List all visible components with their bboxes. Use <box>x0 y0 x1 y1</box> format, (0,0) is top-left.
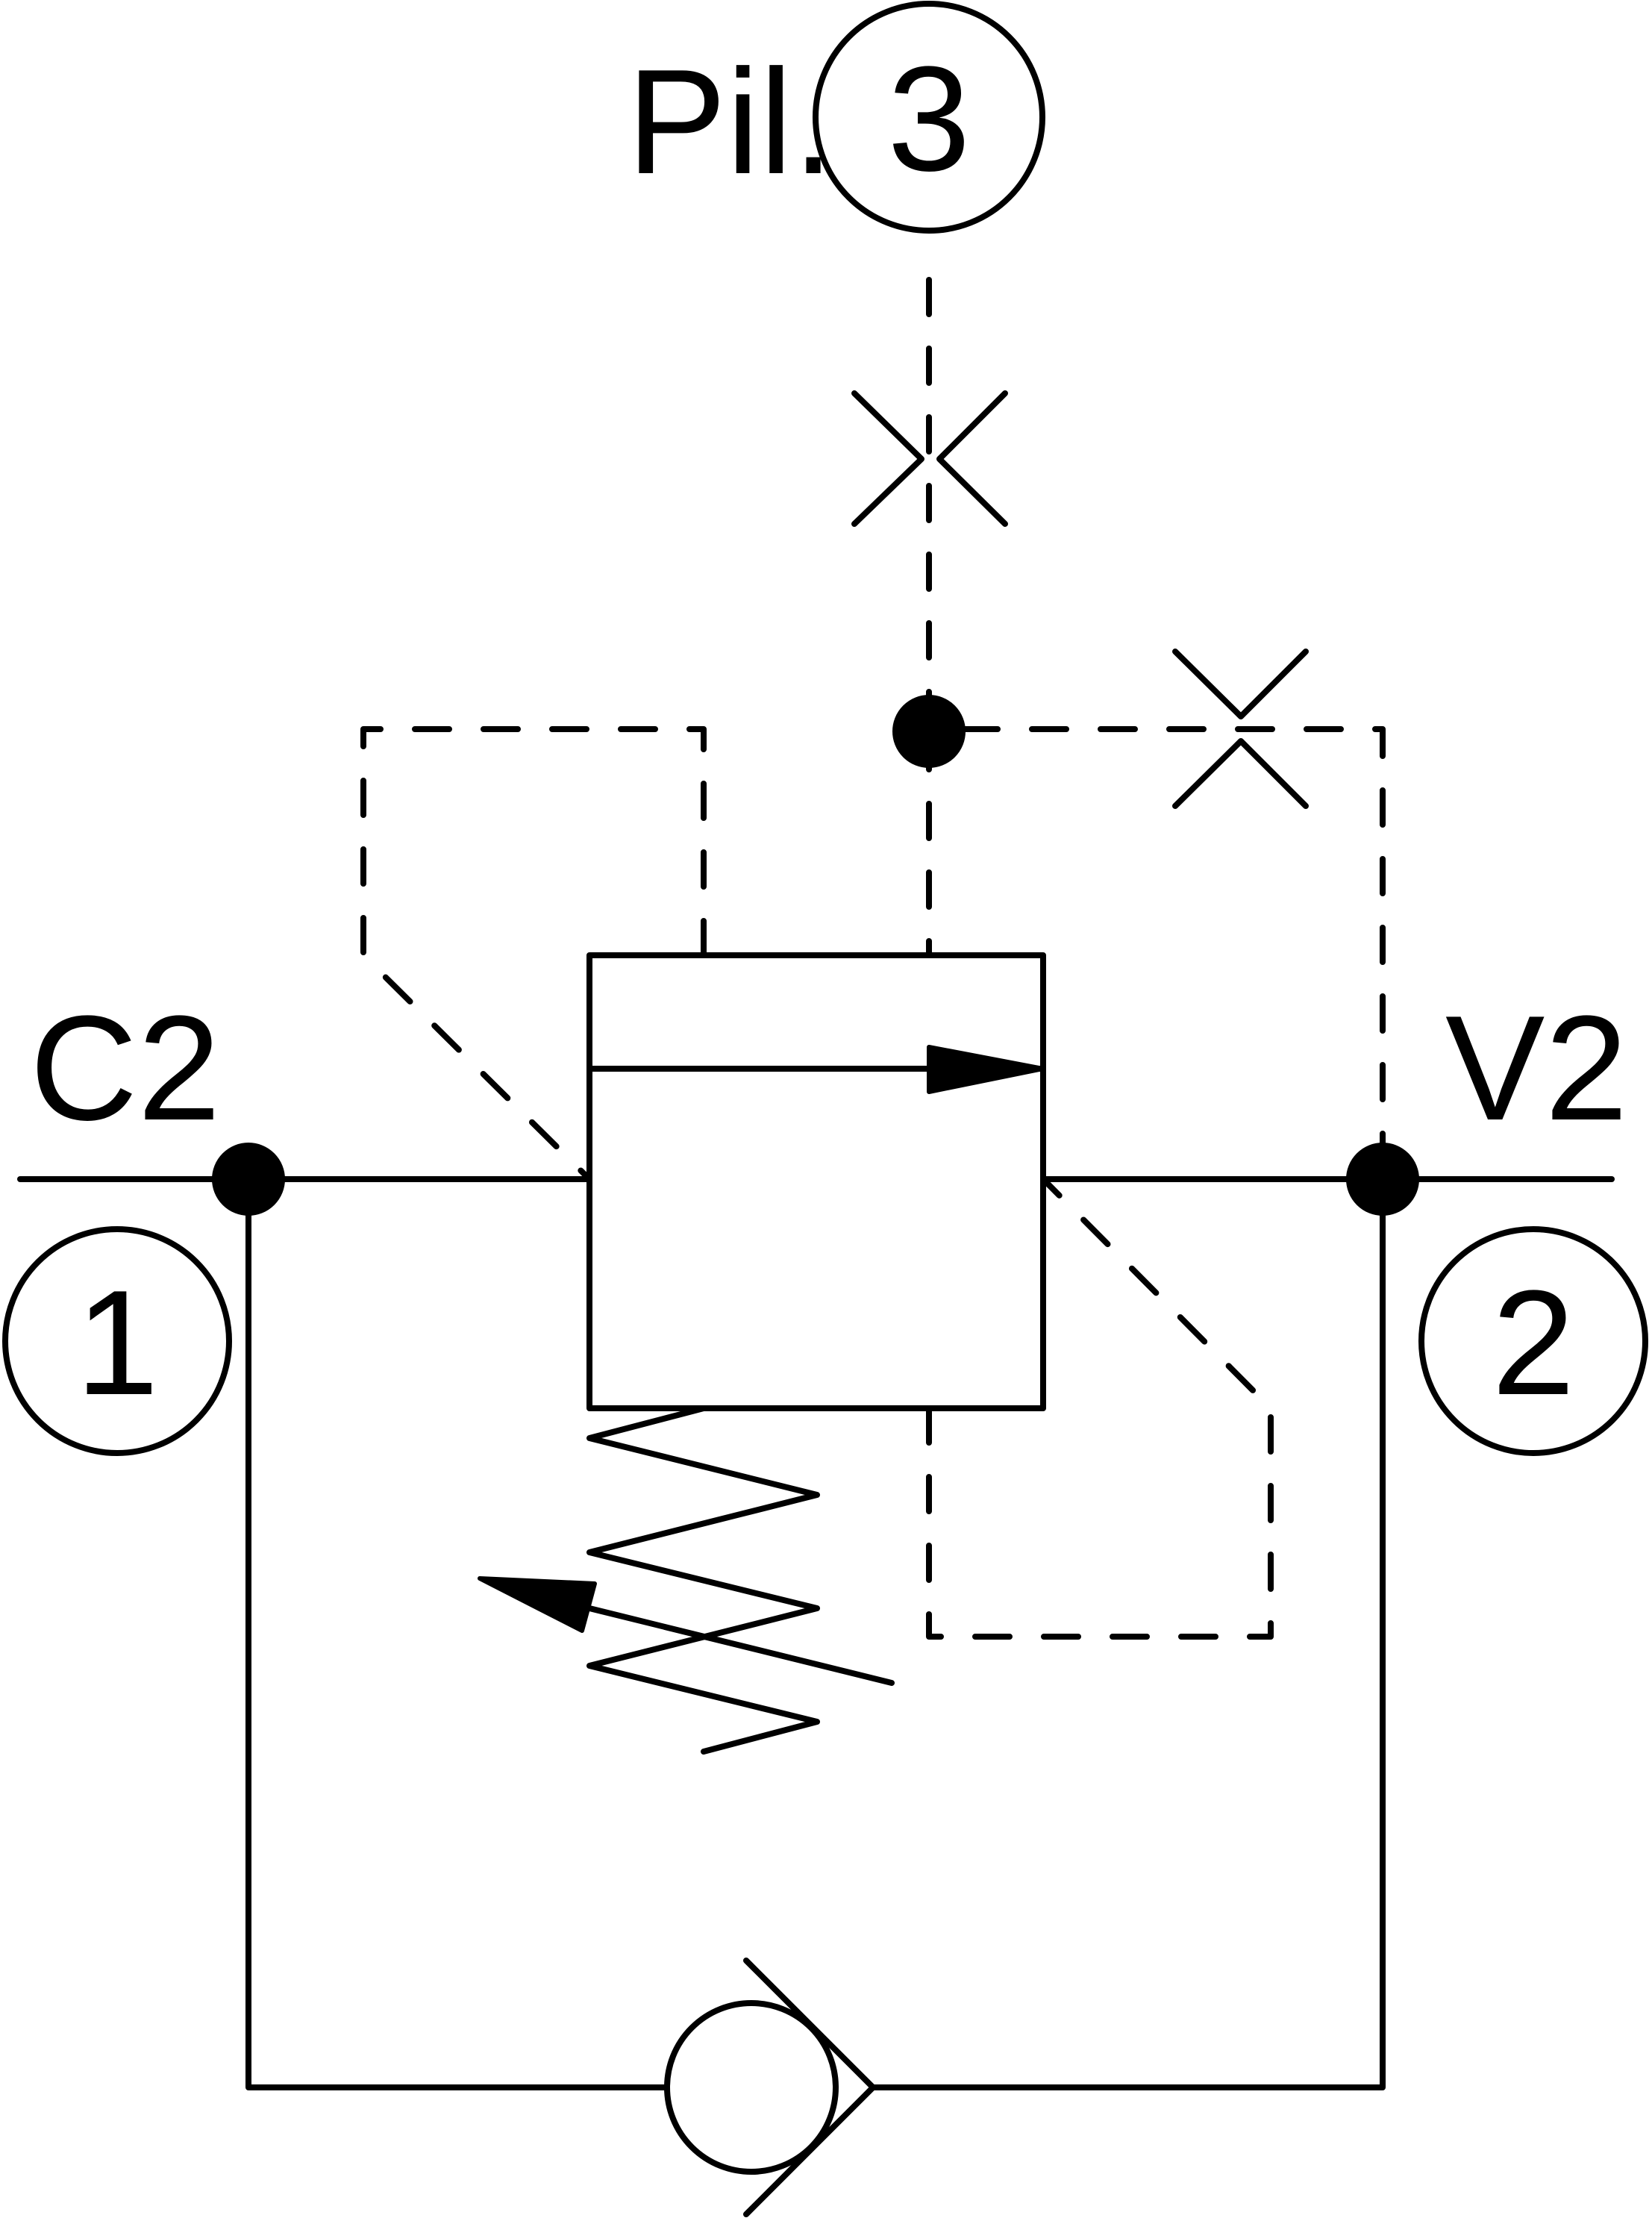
pilot-orifice-left <box>851 390 924 527</box>
horizontal-orifice-bottom <box>1172 738 1309 809</box>
valve-flow-arrow <box>927 1045 1045 1094</box>
pilot-line-to-right <box>960 726 1386 1182</box>
adjustment-arrow-shaft <box>586 1605 895 1686</box>
horizontal-orifice-top <box>1172 649 1309 719</box>
c2-label: C2 <box>30 985 221 1152</box>
internal-drain-right-loop <box>926 1176 1274 1640</box>
pilot-port-number: 3 <box>887 36 970 202</box>
port-2-circle <box>1418 1226 1648 1456</box>
pilot-port-circle <box>813 1 1045 234</box>
adjustment-arrow-head <box>478 1576 597 1633</box>
pilot-orifice-right <box>936 390 1008 527</box>
port-2-number: 2 <box>1492 1260 1574 1426</box>
valve-body <box>586 952 1046 1411</box>
pilot-junction-node <box>892 695 966 768</box>
pilot-prefix-label: Pil. <box>627 39 834 205</box>
internal-pilot-left-loop <box>360 726 707 1182</box>
bypass-line-left <box>245 1176 669 2090</box>
bypass-line-right <box>870 1176 1386 2090</box>
check-valve-seat <box>743 1958 876 2217</box>
port-1-circle <box>2 1226 232 1456</box>
port-1-number: 1 <box>75 1260 158 1426</box>
check-valve-ball <box>664 2000 839 2175</box>
v2-label: V2 <box>1445 985 1628 1152</box>
valve-spring <box>586 1405 820 1755</box>
